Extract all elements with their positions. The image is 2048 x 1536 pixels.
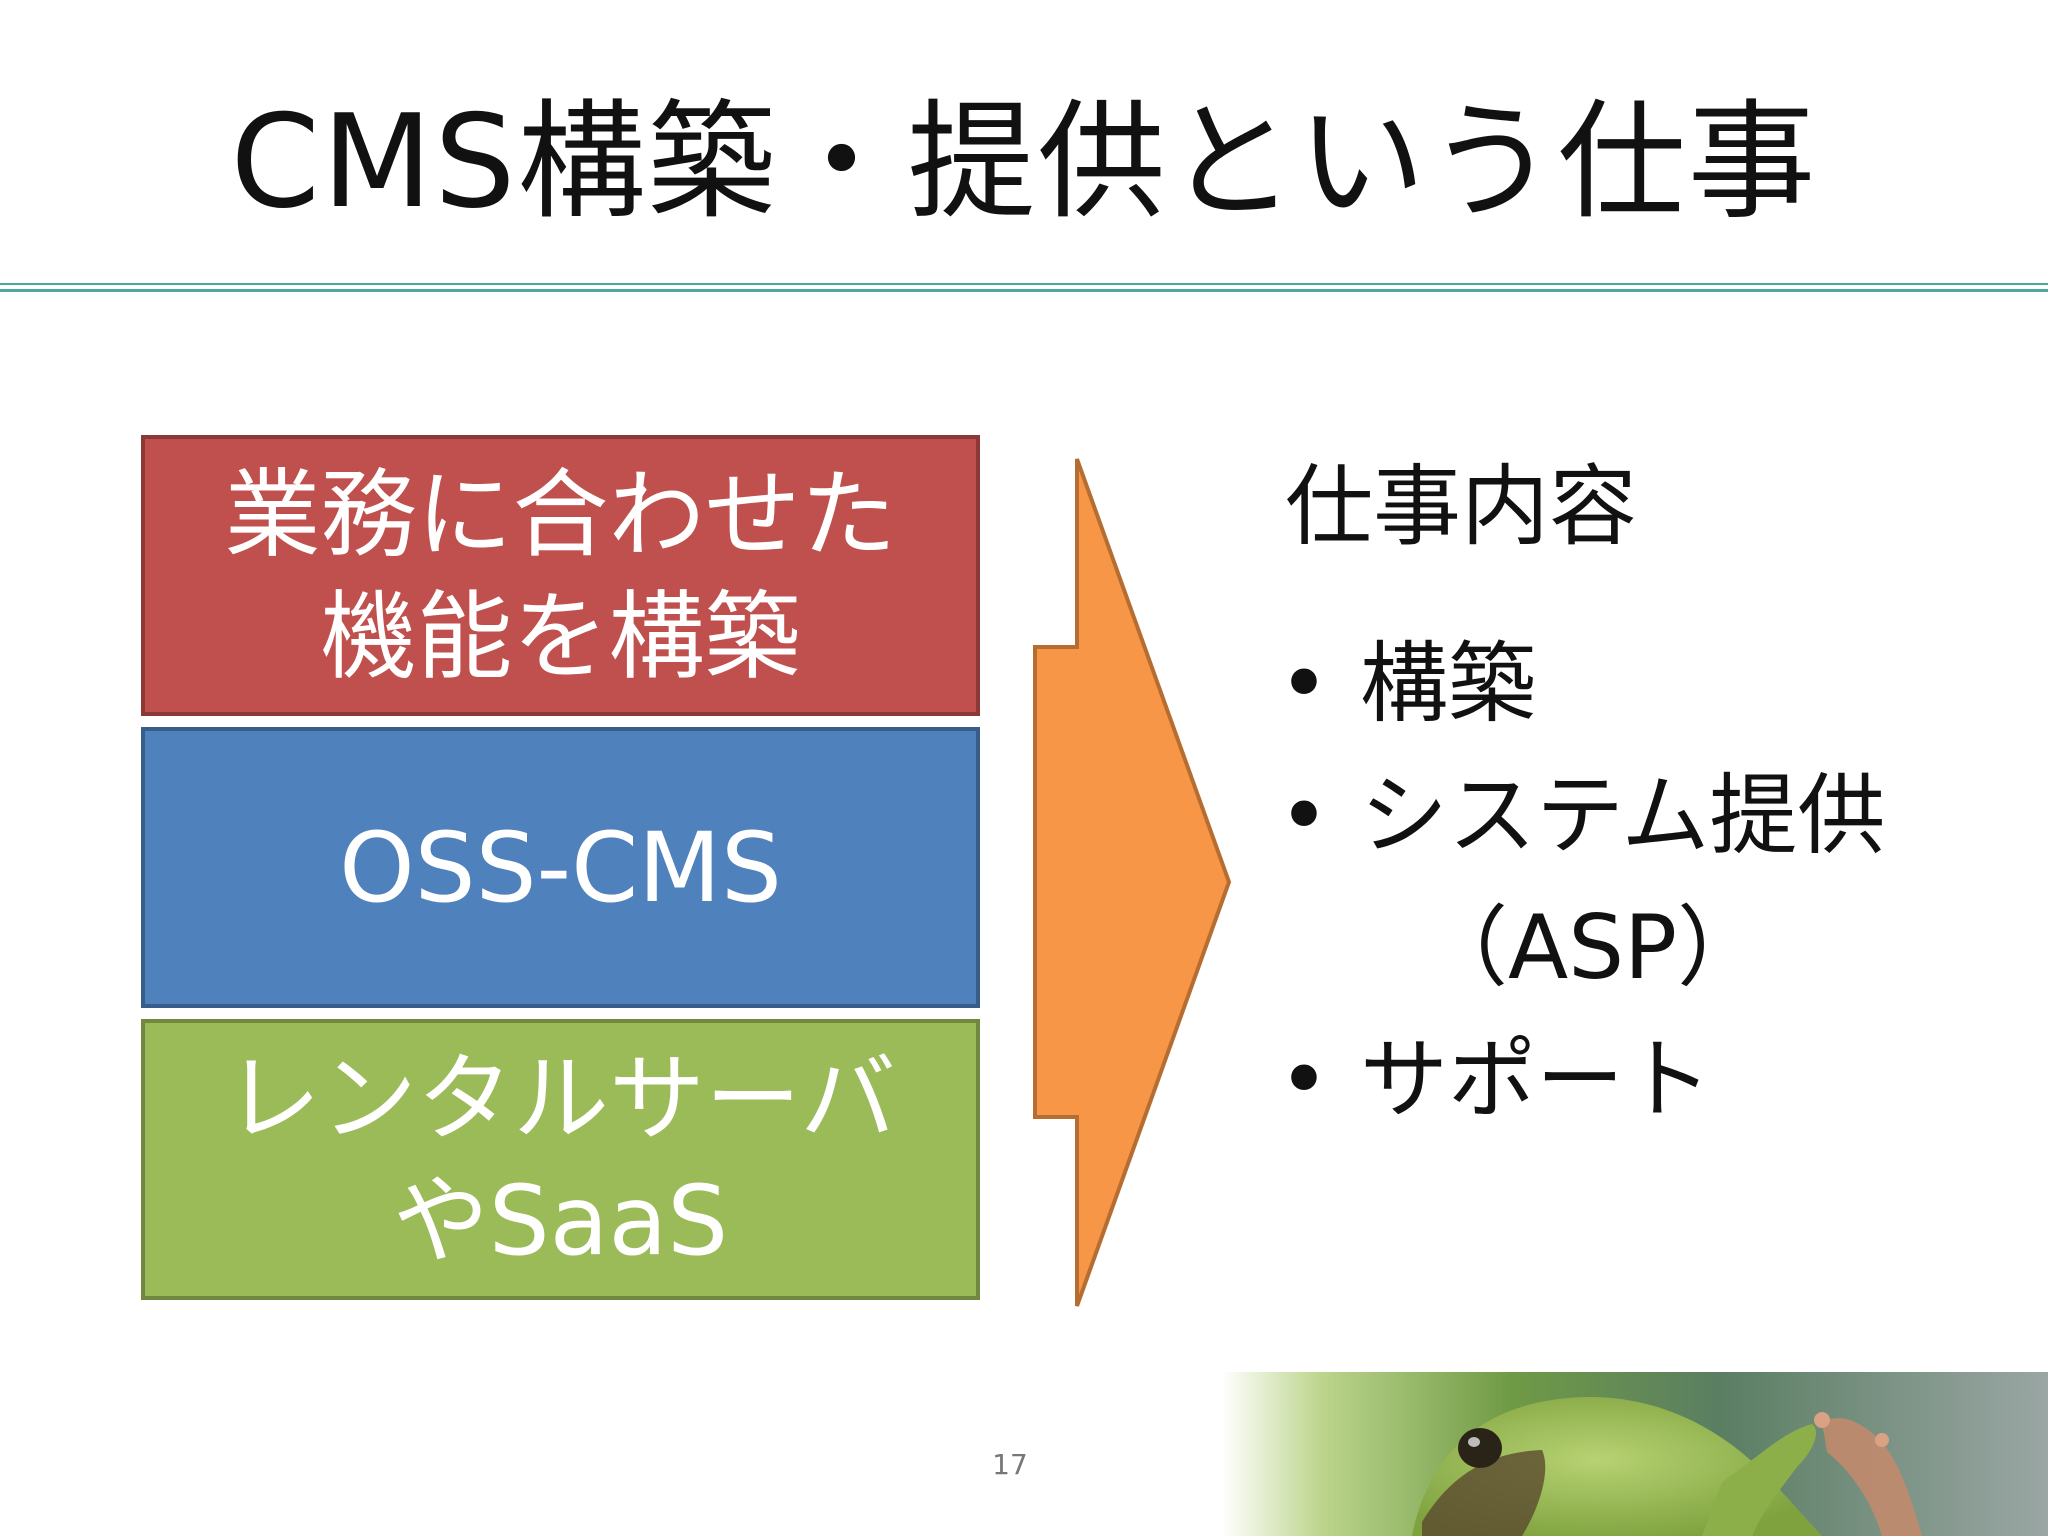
list-item-text: システム提供 (1360, 764, 1886, 867)
bullet-icon: • (1278, 1028, 1330, 1131)
layer-rental-server: レンタルサーバ やSaaS (141, 1019, 980, 1300)
slide-title: CMS構築・提供という仕事 (230, 88, 1818, 237)
page-number: 17 (992, 1448, 1028, 1481)
arrow-polygon (1033, 458, 1232, 1307)
title-divider-bottom (0, 289, 2048, 292)
list-item: • 構築 (1278, 618, 1885, 750)
right-arrow-shape (1033, 458, 1232, 1307)
layer-oss-cms: OSS-CMS (141, 727, 980, 1008)
frog-image (1222, 1372, 2048, 1536)
list-item-text: 構築 (1360, 632, 1537, 735)
details-heading: 仕事内容 (1285, 455, 1638, 558)
layer-oss-cms-label: OSS-CMS (339, 811, 782, 924)
details-list: • 構築 • システム提供 （ASP） • サポート (1278, 618, 1885, 1146)
list-item-text: サポート (1360, 1028, 1713, 1131)
bullet-icon: • (1278, 632, 1330, 735)
list-item: • サポート (1278, 1014, 1885, 1146)
title-divider-top (0, 283, 2048, 285)
list-item: • システム提供 (1278, 750, 1885, 882)
layer-custom-features: 業務に合わせた 機能を構築 (141, 435, 980, 716)
frog-photo (1222, 1372, 2048, 1536)
list-item-continuation: （ASP） (1278, 882, 1885, 1014)
layer-custom-features-label: 業務に合わせた 機能を構築 (224, 458, 897, 693)
list-item-text: （ASP） (1420, 896, 1766, 999)
layer-rental-server-label: レンタルサーバ やSaaS (224, 1042, 897, 1277)
bullet-icon: • (1278, 764, 1330, 867)
